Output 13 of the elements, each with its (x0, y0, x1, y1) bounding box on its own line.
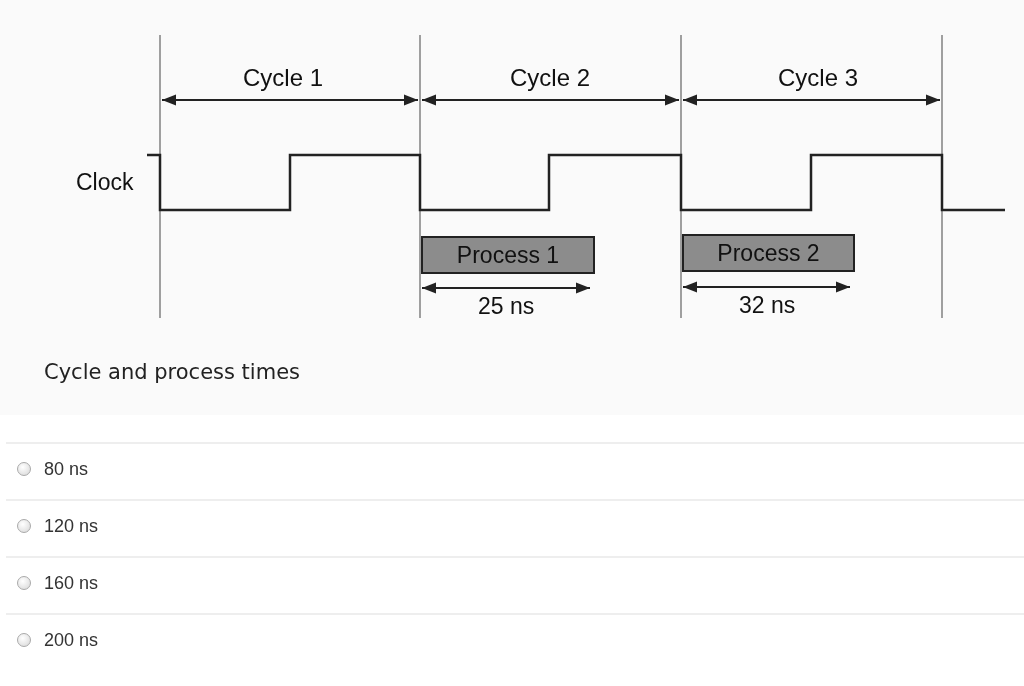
dimension-label: 25 ns (478, 295, 535, 318)
cycle-label: Cycle 1 (243, 66, 324, 90)
cycle-label: Cycle 2 (510, 66, 591, 90)
process-box: Process 1 (421, 236, 595, 274)
answer-option: 200 ns (44, 631, 99, 649)
signal-label: Clock (76, 171, 134, 194)
answer-option: 80 ns (44, 460, 89, 478)
cycle-label: Cycle 3 (778, 66, 859, 90)
caption: Cycle and process times (44, 362, 300, 383)
dimension-label: 32 ns (739, 294, 796, 317)
process-box: Process 2 (682, 234, 855, 272)
answer-option: 120 ns (44, 517, 99, 535)
answer-option: 160 ns (44, 574, 99, 592)
